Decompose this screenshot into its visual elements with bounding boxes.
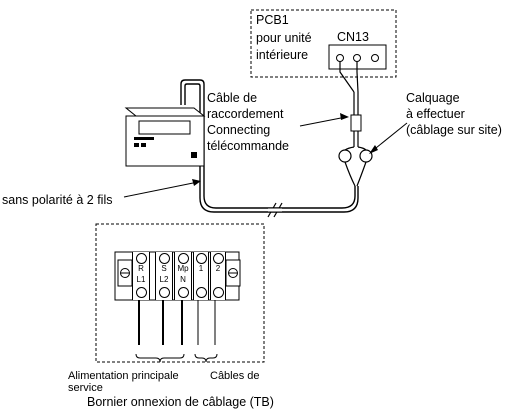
field-arrow-head — [369, 145, 378, 154]
terminal-top-label: 2 — [215, 264, 221, 273]
remote-button — [191, 152, 197, 158]
terminal-screw-icon — [213, 287, 224, 298]
wire-pin2 — [356, 61, 359, 93]
wire-note: sans polarité à 2 fils — [2, 193, 113, 207]
splice-bottom-wires — [344, 161, 367, 187]
service-brace — [194, 353, 218, 363]
terminal-4: 1 — [193, 252, 209, 300]
splice-top-wires — [344, 146, 367, 151]
terminal-5: 2 — [210, 252, 226, 300]
cable-label-3: Connecting — [207, 123, 271, 137]
cable-arrow-line — [299, 116, 347, 127]
power-brace — [135, 353, 185, 363]
remote-button — [134, 143, 139, 147]
remote-button — [141, 143, 146, 147]
cn13-label: CN13 — [337, 30, 369, 44]
terminal-screw-icon — [178, 253, 189, 264]
cn13-pin-1 — [336, 54, 344, 62]
remote-controller — [124, 107, 206, 167]
terminal-top-label: 1 — [198, 264, 204, 273]
terminal-bottom-label: N — [180, 275, 186, 284]
service-label-line2: service — [68, 382, 103, 394]
terminal-screw-icon — [136, 253, 147, 264]
connector-plug — [350, 114, 362, 132]
terminal-screw-icon — [159, 253, 170, 264]
cable-label-4: télécommande — [207, 139, 289, 153]
remote-screen — [138, 120, 191, 135]
field-label-1: Calquage — [406, 91, 460, 105]
terminal-block-caption: Bornier onnexion de câblage (TB) — [87, 395, 274, 409]
terminal-bottom-label: L2 — [159, 275, 169, 284]
pcb-title-1: PCB1 — [256, 13, 289, 27]
wire-pin1 — [339, 61, 355, 93]
cn13-pin-2 — [353, 54, 361, 62]
cable-arrow-head — [340, 113, 349, 120]
pcb-title-2: pour unité — [256, 31, 312, 45]
splice-left — [338, 149, 352, 163]
terminal-screw-icon — [136, 287, 147, 298]
terminal-top-label: R — [138, 264, 144, 273]
terminal-block-box — [95, 223, 265, 363]
terminal-screw-icon — [159, 287, 170, 298]
splice-right — [359, 149, 373, 163]
wire-lower — [353, 131, 359, 147]
field-label-3: (câblage sur site) — [406, 123, 502, 137]
cn13-pin-3 — [371, 54, 379, 62]
field-label-2: à effectuer — [406, 107, 465, 121]
wire-pair — [353, 92, 359, 115]
cable-label-1: Câble de — [207, 91, 258, 105]
terminal-screw-icon — [196, 253, 207, 264]
remote-button-row — [134, 137, 154, 140]
wire-note-leader — [123, 181, 199, 198]
field-arrow-line — [370, 122, 408, 153]
terminal-screw-icon — [196, 287, 207, 298]
terminal-top-label: Mp — [177, 264, 189, 273]
terminal-top-label: S — [161, 264, 167, 273]
terminal-2: S L2 — [155, 252, 173, 300]
terminal-screw-icon — [178, 287, 189, 298]
terminal-1: R L1 — [132, 252, 150, 300]
terminal-bottom-label: L1 — [136, 275, 146, 284]
cable-label-2: raccordement — [207, 107, 284, 121]
wire-note-arrowhead — [192, 179, 201, 186]
service-cables-label: Câbles de — [210, 370, 260, 382]
pcb-box — [250, 9, 397, 78]
pcb-title-3: intérieure — [256, 48, 309, 62]
power-supply-label: Alimentation principale — [68, 370, 179, 382]
terminal-screw-icon — [213, 253, 224, 264]
